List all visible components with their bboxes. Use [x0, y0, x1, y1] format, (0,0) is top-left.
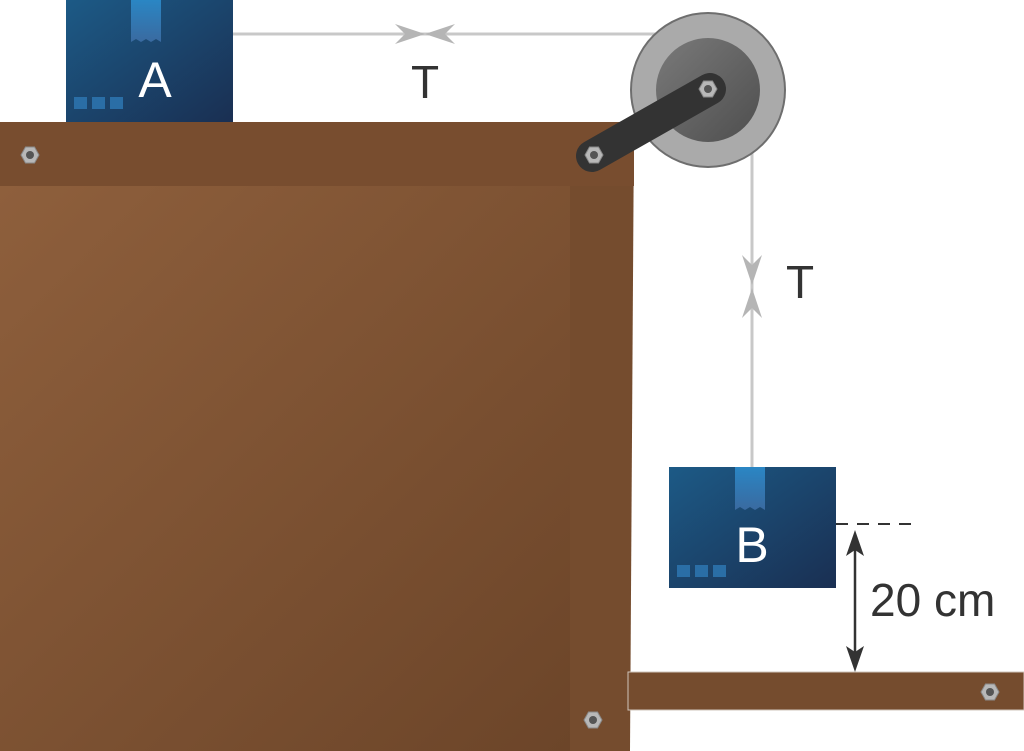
table-panel	[0, 186, 570, 751]
block-a-label: A	[138, 52, 172, 108]
tension-arrows-vertical	[742, 255, 762, 318]
block-b: B	[669, 467, 836, 588]
pulley	[576, 12, 786, 172]
table	[0, 122, 634, 751]
block-b-label: B	[735, 517, 768, 573]
nut-icon	[698, 80, 718, 98]
nut-icon	[584, 146, 604, 164]
height-label: 20 cm	[870, 574, 995, 626]
nut-icon	[980, 683, 1000, 701]
tension-arrows-horizontal	[395, 24, 455, 44]
pulley-arm	[576, 73, 726, 172]
nut-icon	[20, 146, 40, 164]
tension-label-vertical: T	[786, 256, 814, 308]
table-top-plank	[0, 122, 634, 186]
floor-plank	[627, 671, 1024, 711]
height-dimension-arrow	[846, 530, 864, 672]
block-a: A	[66, 0, 233, 122]
nut-icon	[583, 711, 603, 729]
tension-label-horizontal: T	[411, 56, 439, 108]
